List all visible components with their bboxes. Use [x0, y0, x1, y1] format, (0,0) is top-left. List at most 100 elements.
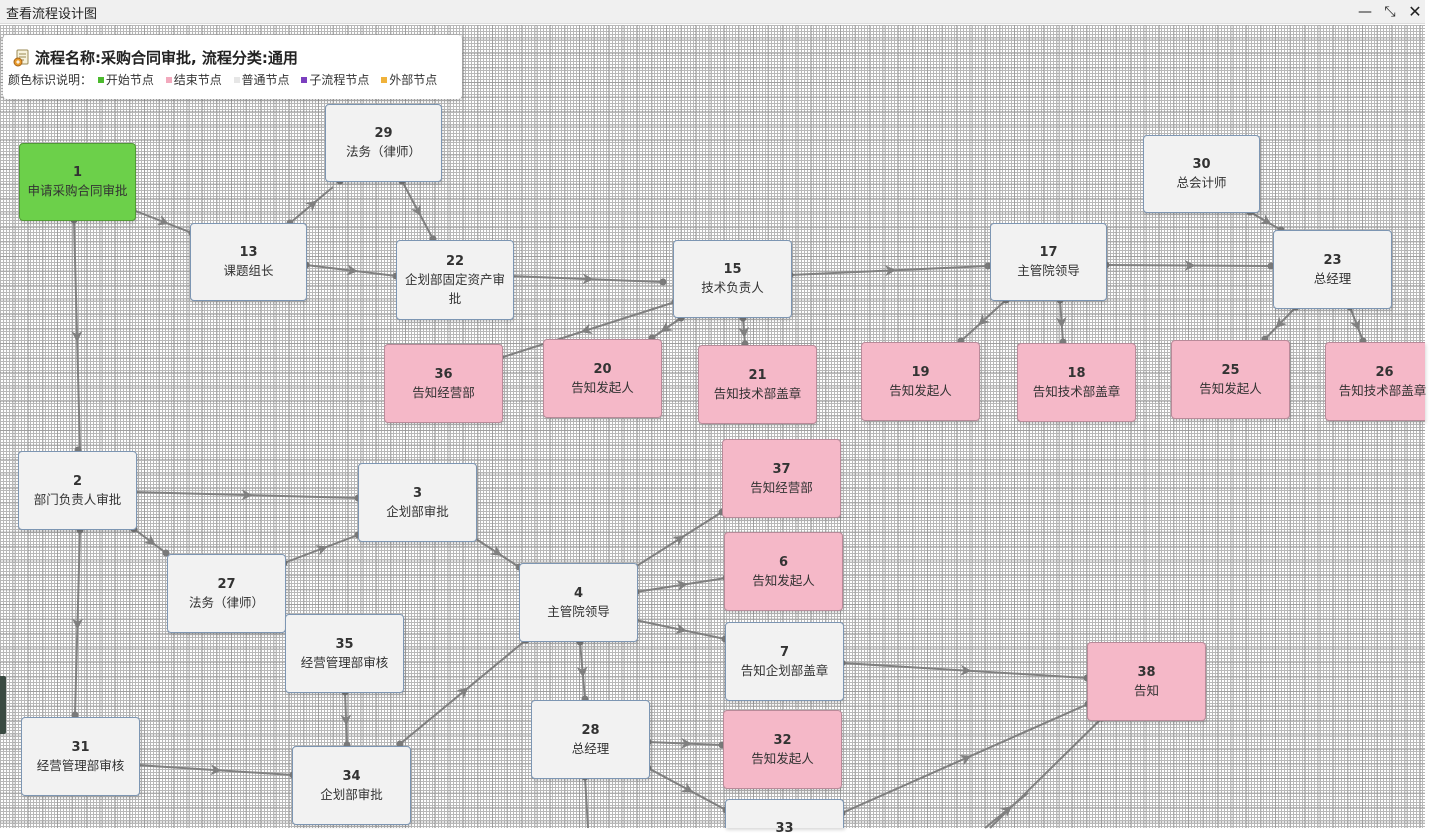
node-label: 总经理	[568, 739, 614, 758]
window-title: 查看流程设计图	[6, 3, 97, 22]
flow-node-29[interactable]: 29 法务（律师）	[325, 104, 442, 182]
flow-node-27[interactable]: 27 法务（律师）	[167, 554, 286, 633]
node-number: 29	[374, 125, 392, 142]
flow-edge	[585, 777, 588, 828]
end-node-swatch	[166, 77, 172, 83]
node-label: 告知技术部盖章	[1029, 382, 1125, 401]
node-number: 15	[723, 261, 741, 278]
flow-node-37[interactable]: 37 告知经营部	[722, 439, 841, 518]
flow-node-7[interactable]: 7 告知企划部盖章	[725, 622, 844, 701]
edge-arrowhead	[413, 201, 421, 215]
flow-node-17[interactable]: 17 主管院领导	[990, 223, 1107, 301]
legend-prefix: 颜色标识说明：	[8, 73, 92, 87]
node-number: 35	[335, 636, 353, 653]
flow-node-1[interactable]: 1 申请采购合同审批	[19, 143, 136, 221]
edge-arrowhead	[675, 743, 691, 744]
node-label: 告知发起人	[1195, 379, 1266, 398]
node-number: 25	[1221, 362, 1239, 379]
legend-normal: 普通节点	[242, 73, 290, 87]
flow-node-32[interactable]: 32 告知发起人	[723, 710, 842, 789]
edge-arrowhead	[304, 201, 316, 211]
node-label: 告知发起人	[567, 378, 638, 397]
flow-node-18[interactable]: 18 告知技术部盖章	[1017, 343, 1136, 422]
node-number: 32	[773, 732, 791, 749]
flow-node-20[interactable]: 20 告知发起人	[543, 339, 662, 418]
flow-node-13[interactable]: 13 课题组长	[190, 223, 307, 301]
edge-arrowhead	[346, 709, 347, 725]
flow-node-3[interactable]: 3 企划部审批	[358, 463, 477, 542]
edge-arrowhead	[312, 547, 327, 553]
node-label: 总会计师	[1172, 173, 1230, 192]
node-number: 23	[1323, 252, 1341, 269]
flow-node-6[interactable]: 6 告知发起人	[724, 532, 843, 611]
legend-start: 开始节点	[106, 73, 154, 87]
color-legend: 颜色标识说明： 开始节点 结束节点 普通节点 子流程节点 外部节点	[8, 71, 437, 88]
node-number: 18	[1067, 365, 1085, 382]
edge-arrowhead	[455, 688, 467, 698]
flow-node-21[interactable]: 21 告知技术部盖章	[698, 345, 817, 424]
node-label: 告知技术部盖章	[710, 384, 806, 403]
flow-canvas[interactable]: 1 申请采购合同审批 29 法务（律师） 13 课题组长 22 企划部固定资产审…	[0, 25, 1425, 828]
side-panel-handle[interactable]	[0, 676, 6, 734]
flow-node-38[interactable]: 38 告知	[1087, 642, 1206, 721]
flow-node-19[interactable]: 19 告知发起人	[861, 342, 980, 421]
edge-arrowhead	[582, 327, 597, 332]
flow-node-23[interactable]: 23 总经理	[1273, 230, 1392, 309]
edge-arrowhead	[670, 627, 686, 630]
minimize-button[interactable]: —	[1352, 0, 1378, 24]
flow-node-30[interactable]: 30 总会计师	[1143, 135, 1260, 213]
normal-node-swatch	[234, 77, 240, 83]
flow-node-2[interactable]: 2 部门负责人审批	[18, 451, 137, 530]
edge-arrowhead	[956, 756, 971, 762]
edge-arrowhead	[979, 314, 991, 325]
legend-subflow: 子流程节点	[309, 73, 369, 87]
close-button[interactable]: ✕	[1402, 0, 1428, 24]
flow-node-34[interactable]: 34 企划部审批	[292, 746, 411, 825]
node-number: 26	[1357, 364, 1393, 381]
node-label: 法务（律师）	[342, 142, 425, 161]
node-label: 部门负责人审批	[30, 490, 126, 509]
node-label: 课题组长	[219, 261, 277, 280]
node-number: 36	[434, 366, 452, 383]
node-label: 经营管理部审核	[33, 756, 129, 775]
node-number: 31	[71, 739, 89, 756]
flow-node-28[interactable]: 28 总经理	[531, 700, 650, 779]
node-number: 20	[593, 361, 611, 378]
node-number: 33	[775, 820, 793, 837]
legend-external: 外部节点	[389, 73, 437, 87]
node-number: 17	[1039, 244, 1057, 261]
node-label: 企划部审批	[316, 785, 387, 804]
node-number: 6	[779, 554, 788, 571]
node-number: 13	[239, 244, 257, 261]
external-node-swatch	[381, 77, 387, 83]
flow-document-icon	[13, 49, 31, 67]
flow-node-15[interactable]: 15 技术负责人	[673, 240, 792, 318]
node-label: 主管院领导	[543, 602, 614, 621]
flow-node-33[interactable]: 33	[725, 799, 844, 828]
node-number: 34	[342, 768, 360, 785]
node-label: 告知发起人	[748, 571, 819, 590]
flow-node-35[interactable]: 35 经营管理部审核	[285, 614, 404, 693]
node-number: 21	[748, 367, 766, 384]
flow-info-panel: 流程名称:采购合同审批, 流程分类:通用 颜色标识说明： 开始节点 结束节点 普…	[3, 35, 462, 99]
flow-title: 流程名称:采购合同审批, 流程分类:通用	[35, 47, 298, 68]
flow-node-36[interactable]: 36 告知经营部	[384, 344, 503, 423]
flow-node-31[interactable]: 31 经营管理部审核	[21, 717, 140, 796]
node-number: 22	[446, 253, 464, 270]
edge-arrowhead	[670, 536, 684, 545]
node-number: 28	[581, 722, 599, 739]
restore-button[interactable]: ⤡	[1377, 0, 1403, 24]
flow-node-26[interactable]: 26 告知技术部盖章	[1325, 342, 1425, 421]
node-number: 3	[413, 485, 422, 502]
flow-node-4[interactable]: 4 主管院领导	[519, 563, 638, 642]
edge-endpoint	[660, 279, 667, 286]
flow-node-25[interactable]: 25 告知发起人	[1171, 340, 1290, 419]
window-titlebar: 查看流程设计图 — ⤡ ✕	[0, 0, 1425, 24]
node-label: 法务（律师）	[185, 593, 268, 612]
node-number: 4	[574, 585, 583, 602]
node-label: 告知经营部	[408, 383, 479, 402]
edge-arrowhead	[142, 535, 155, 545]
flow-node-22[interactable]: 22 企划部固定资产审批	[396, 240, 514, 320]
legend-end: 结束节点	[174, 73, 222, 87]
edge-arrowhead	[662, 322, 675, 331]
